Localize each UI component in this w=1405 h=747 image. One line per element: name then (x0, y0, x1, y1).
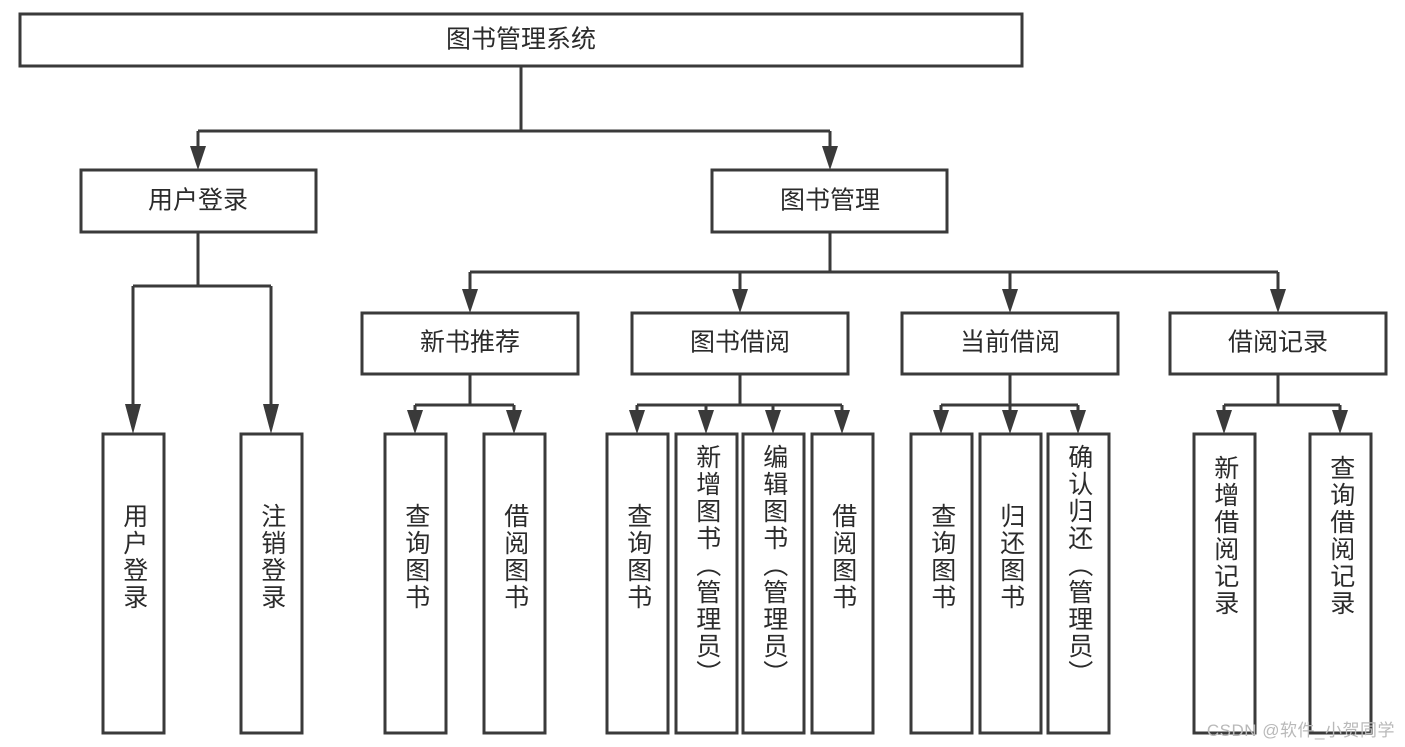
leaf-box-book-borrow-2[interactable] (674, 432, 739, 735)
arrow-leaf-user-login-2 (263, 404, 279, 434)
node-current-borrow[interactable]: 当前借阅 (900, 311, 1120, 376)
node-borrow-record-label: 借阅记录 (1228, 329, 1328, 357)
node-current-borrow-label: 当前借阅 (960, 329, 1060, 357)
leaf-box-borrow-record-1[interactable] (1192, 432, 1257, 735)
leaf-box-current-borrow-2[interactable] (978, 432, 1043, 735)
arrow-current-borrow (1002, 289, 1018, 313)
leaf-box-book-borrow-3[interactable] (741, 432, 806, 735)
arrow-book-borrow (732, 289, 748, 313)
leaf-box-user-login-1[interactable] (101, 432, 166, 735)
watermark-text: CSDN @软件_小贺同学 (1206, 721, 1395, 740)
node-root-box[interactable] (18, 12, 1024, 68)
leaf-box-new-book-2[interactable] (482, 432, 547, 735)
arrow-leaf-new-book-2 (506, 410, 522, 434)
edges-layer (125, 66, 1348, 434)
node-current-borrow-box[interactable] (900, 311, 1120, 376)
node-borrow-record[interactable]: 借阅记录 (1168, 311, 1388, 376)
leaf-boxes-layer (101, 432, 1373, 735)
node-book-manage[interactable]: 图书管理 (710, 168, 949, 234)
leaf-box-current-borrow-1[interactable] (909, 432, 974, 735)
leaf-box-current-borrow-3[interactable] (1046, 432, 1111, 735)
arrow-leaf-user-login-1 (125, 404, 141, 434)
node-borrow-record-box[interactable] (1168, 311, 1388, 376)
arrow-leaf-current-borrow-1 (933, 410, 949, 434)
arrow-leaf-book-borrow-2 (698, 410, 714, 434)
arrow-leaf-borrow-record-2 (1332, 410, 1348, 434)
arrow-leaf-book-borrow-1 (629, 410, 645, 434)
arrow-leaf-current-borrow-2 (1002, 410, 1018, 434)
arrow-leaf-borrow-record-1 (1216, 410, 1232, 434)
leaf-box-user-login-2[interactable] (239, 432, 304, 735)
node-root-label: 图书管理系统 (446, 26, 596, 54)
node-book-manage-label: 图书管理 (780, 187, 880, 215)
arrow-book-manage (822, 146, 838, 170)
node-user-login-label: 用户登录 (148, 187, 248, 215)
node-book-borrow[interactable]: 图书借阅 (630, 311, 850, 376)
arrow-new-book (462, 289, 478, 313)
node-new-book-recommend-label: 新书推荐 (420, 329, 520, 357)
arrow-leaf-book-borrow-4 (834, 410, 850, 434)
arrow-leaf-new-book-1 (407, 410, 423, 434)
leaf-box-book-borrow-1[interactable] (605, 432, 670, 735)
node-user-login[interactable]: 用户登录 (79, 168, 318, 234)
node-root[interactable]: 图书管理系统 (18, 12, 1024, 68)
node-book-manage-box[interactable] (710, 168, 949, 234)
leaf-box-new-book-1[interactable] (383, 432, 448, 735)
node-user-login-box[interactable] (79, 168, 318, 234)
arrow-borrow-record (1270, 289, 1286, 313)
node-new-book-recommend-box[interactable] (360, 311, 580, 376)
arrow-user-login (190, 146, 206, 170)
arrow-leaf-current-borrow-3 (1070, 410, 1086, 434)
node-book-borrow-label: 图书借阅 (690, 329, 790, 357)
leaf-box-book-borrow-4[interactable] (810, 432, 875, 735)
leaf-box-borrow-record-2[interactable] (1308, 432, 1373, 735)
arrow-leaf-book-borrow-3 (765, 410, 781, 434)
node-new-book-recommend[interactable]: 新书推荐 (360, 311, 580, 376)
node-book-borrow-box[interactable] (630, 311, 850, 376)
